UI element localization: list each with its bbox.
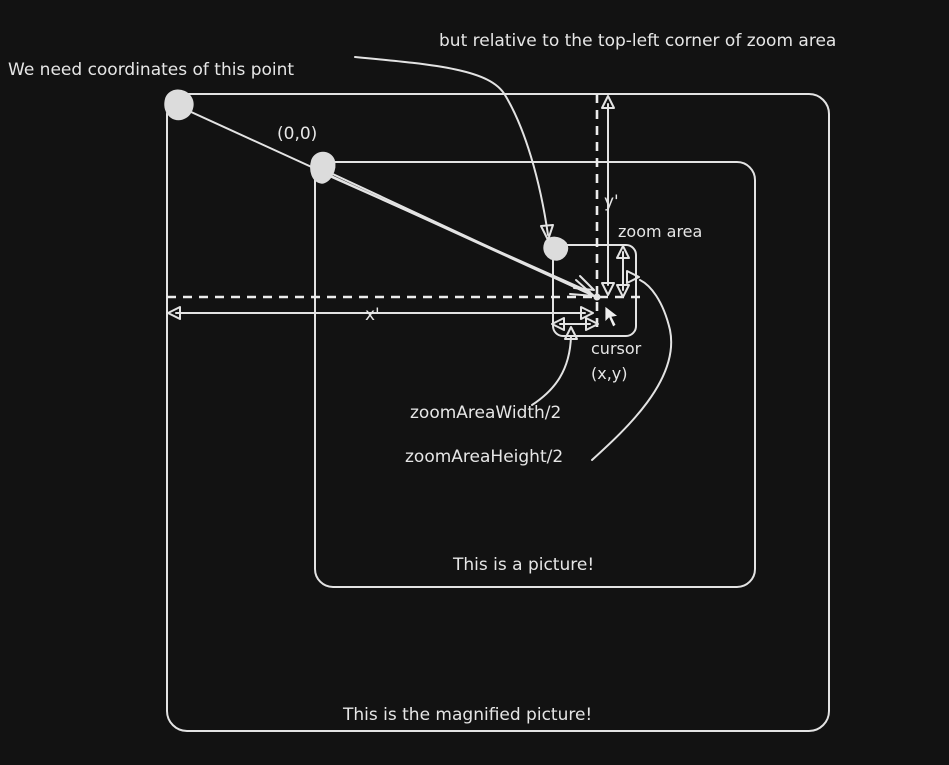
- half-width-leader-curve: [531, 335, 572, 406]
- cursor-label: cursor: [591, 339, 642, 358]
- zoom-area-box: [552, 244, 637, 337]
- half-width-label: zoomAreaWidth/2: [410, 403, 561, 423]
- y-prime-label: y': [604, 192, 619, 212]
- relative-leader-curve: [354, 56, 549, 236]
- cursor-dot: [593, 293, 601, 301]
- zoom-area-label: zoom area: [618, 222, 702, 241]
- need-coordinates-label: We need coordinates of this point: [8, 60, 294, 80]
- half-height-label: zoomAreaHeight/2: [405, 447, 563, 467]
- magnified-corner-point: [164, 89, 194, 121]
- cursor-icon: [604, 305, 619, 328]
- relative-label: but relative to the top-left corner of z…: [439, 31, 836, 51]
- magnified-picture-frame: [166, 93, 830, 732]
- origin-label: (0,0): [277, 124, 317, 144]
- half-height-leader-curve: [591, 279, 673, 461]
- relative-leader-arrowhead: [540, 224, 554, 241]
- cursor-xy-label: (x,y): [591, 364, 628, 383]
- zoom-half-height-arrow: [616, 245, 640, 298]
- picture-frame: [314, 161, 756, 588]
- picture-label: This is a picture!: [452, 555, 594, 575]
- y-prime-arrow: [601, 95, 615, 296]
- origin-corner-point: [310, 151, 336, 184]
- diagonal-pointer-lines: [177, 105, 595, 297]
- magnified-picture-label: This is the magnified picture!: [342, 705, 592, 725]
- zoom-area-corner-point: [543, 236, 569, 261]
- x-prime-arrow: [167, 306, 594, 320]
- x-prime-label: x': [365, 305, 380, 325]
